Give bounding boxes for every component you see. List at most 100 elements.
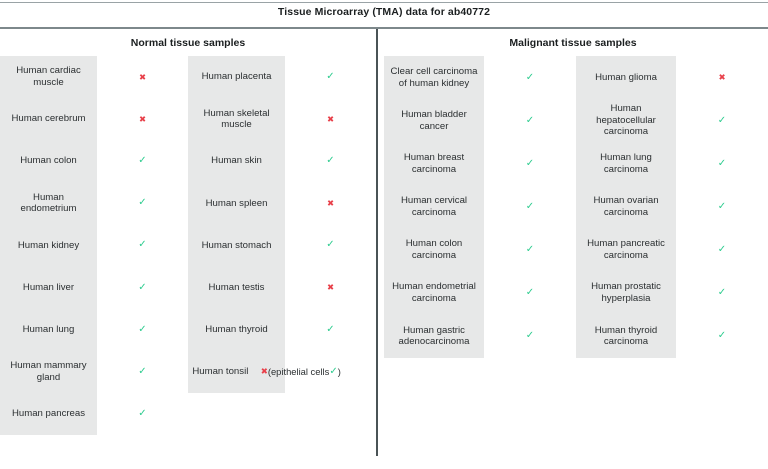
section-header-normal: Normal tissue samples [130,37,246,49]
staining-result: ✓ [484,56,576,99]
tick-icon: ✓ [525,114,535,126]
tissue-label: Clear cell carcinoma of human kidney [390,65,478,89]
tissue-label: Human stomach [201,239,272,251]
staining-result: ✓ [285,56,376,98]
cross-icon: ✖ [718,72,726,83]
staining-result: ✓ [676,142,768,185]
tissue-label: Human placenta [201,71,272,83]
tick-icon: ✓ [138,197,147,209]
table-row: Human glioma ✖ [576,56,768,99]
cross-icon: ✖ [138,113,147,124]
tick-icon: ✓ [326,155,335,167]
staining-result: ✓ [97,140,188,182]
tissue-label: Human skin [211,155,262,167]
table-row: Human prostatic hyperplasia ✓ [576,272,768,315]
staining-result: ✓ [676,99,768,142]
section-divider [376,29,378,456]
tissue-label: Human spleen [205,197,268,209]
table-row: Human thyroid carcinoma ✓ [576,315,768,358]
tick-icon: ✓ [525,157,535,169]
cross-icon: ✖ [326,198,335,209]
label-band-malignant-1 [384,56,484,358]
staining-result: ✓ [97,267,188,309]
table-row: Human ovarian carcinoma✓ [576,185,768,228]
tissue-label: Human tonsil [192,365,249,377]
tissue-label: Human testis [208,281,265,293]
label-band-normal-2 [188,56,285,393]
tissue-label: Human cardiac muscle [16,65,81,89]
table-row: Human kidney✓ [0,224,188,266]
tissue-label: Human lung carcinoma [600,152,652,175]
tissue-label: Human pancreatic carcinoma [587,238,665,261]
tissue-label: Human skeletal muscle [203,107,270,131]
tick-icon: ✓ [525,330,535,342]
label-band-malignant-2 [576,56,676,358]
cross-icon: ✖ [326,282,335,293]
table-row: Human cervical carcinoma✓ [384,185,576,228]
title-underline [0,27,768,29]
tissue-label: Human glioma [595,71,657,83]
table-row: Human gastric adenocarcinoma✓ [384,315,576,358]
table-row: Human skeletal muscle ✖ [188,98,376,140]
table-row: Human liver✓ [0,267,188,309]
tick-icon: ✓ [717,243,727,255]
table-row: Human pancreatic carcinoma ✓ [576,228,768,271]
tissue-label: Human prostatic hyperplasia [591,281,661,305]
tick-icon: ✓ [717,330,727,342]
tick-icon: ✓ [138,365,147,377]
cross-icon: ✖ [326,113,335,124]
staining-result: ✓ [97,182,188,224]
section-header-malignant: Malignant tissue samples [509,37,637,49]
table-row: Human lung carcinoma ✓ [576,142,768,185]
tick-icon: ✓ [525,71,535,83]
tick-icon: ✓ [717,114,727,126]
tick-icon: ✓ [138,281,147,293]
table-row: Human stomach ✓ [188,224,376,266]
label-band-normal-1 [0,56,97,435]
staining-result: ✓ [676,272,768,315]
table-row: Human cardiac muscle ✖ [0,56,188,98]
table-row: Human lung✓ [0,309,188,351]
table-row: Human pancreas✓ [0,393,188,435]
staining-result: ✓ [97,224,188,266]
cross-icon: ✖ [260,366,268,377]
table-row: Human bladder cancer✓ [384,99,576,142]
result-note-close: ) [337,366,341,378]
tissue-label: Human cerebrum [11,113,86,125]
tick-icon: ✓ [326,323,335,335]
table-row: Human spleen ✖ [188,182,376,224]
table-row: Clear cell carcinoma of human kidney ✓ [384,56,576,99]
table-row: Human mammary gland ✓ [0,351,188,393]
staining-result: ✓ [97,393,188,435]
table-row: Human breast carcinoma✓ [384,142,576,185]
table-row: Human colon ✓ [0,140,188,182]
staining-result: ✓ [484,185,576,228]
staining-result: ✖ [97,56,188,98]
staining-result: ✓ [484,272,576,315]
staining-result: ✖ [97,98,188,140]
top-border [0,2,768,3]
tick-icon: ✓ [326,239,335,251]
tissue-label: Human endometrium [20,191,77,215]
table-row: Human endometrial carcinoma✓ [384,272,576,315]
tick-icon: ✓ [525,200,535,212]
staining-result: ✓ [484,99,576,142]
result-note-open: (epithelial cells [267,366,330,378]
tissue-label: Human ovarian carcinoma [593,195,659,218]
staining-result: ✓ [676,315,768,358]
table-row: Human skin ✓ [188,140,376,182]
staining-result: ✓ [285,224,376,266]
tick-icon: ✓ [326,71,335,83]
tick-icon: ✓ [525,287,535,299]
tissue-label: Human mammary gland [10,360,87,383]
tick-icon: ✓ [138,239,147,251]
page-title: Tissue Microarray (TMA) data for ab40772 [277,6,491,18]
tick-icon: ✓ [138,323,147,335]
tissue-label: Human colon [20,155,77,167]
staining-result: ✖ [285,182,376,224]
table-row: Human colon carcinoma✓ [384,228,576,271]
tick-icon: ✓ [138,155,147,167]
tissue-label: Human thyroid carcinoma [594,324,658,348]
table-row: Human endometrium ✓ [0,182,188,224]
